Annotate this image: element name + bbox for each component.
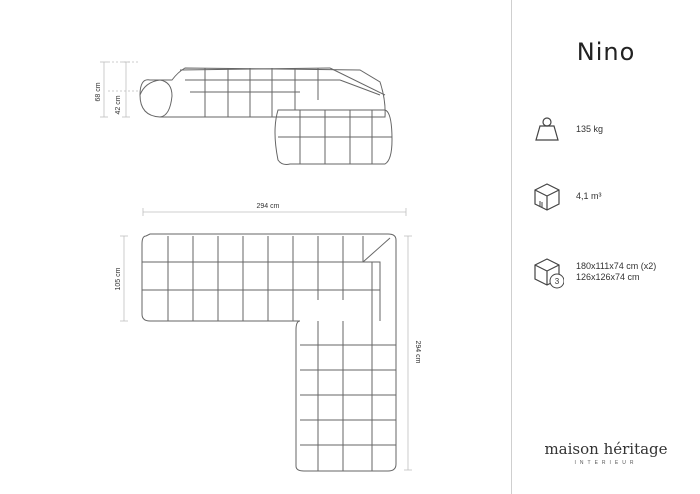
dim-length: 294 cm: [414, 341, 421, 364]
weight-icon: [530, 112, 564, 146]
brand-tagline: INTERIEUR: [574, 460, 638, 466]
package-line-2: 126x126x74 cm: [576, 272, 640, 282]
panel-divider: [511, 0, 512, 494]
spec-volume: 4,1 m³: [530, 179, 602, 213]
spec-packages: 3 180x111x74 cm (x2) 126x126x74 cm: [530, 255, 656, 289]
dim-total-height: 68 cm: [95, 82, 102, 101]
dim-depth: 105 cm: [115, 267, 122, 290]
spec-weight: 135 kg: [530, 112, 603, 146]
brand-logo: maison héritage: [544, 440, 668, 458]
package-dimensions: 180x111x74 cm (x2) 126x126x74 cm: [576, 261, 656, 283]
product-title: Nino: [576, 38, 636, 66]
dim-seat-height: 42 cm: [115, 95, 122, 114]
box-icon: [530, 179, 564, 213]
package-line-1: 180x111x74 cm (x2): [576, 261, 657, 271]
sofa-technical-drawing: 68 cm 42 cm 294 cm 105 cm 294 cm: [95, 61, 421, 472]
volume-value: 4,1 m³: [576, 190, 602, 201]
weight-value: 135 kg: [576, 123, 604, 134]
package-count: 3: [555, 277, 560, 286]
package-icon: 3: [530, 255, 565, 289]
dim-width: 294 cm: [257, 203, 280, 210]
